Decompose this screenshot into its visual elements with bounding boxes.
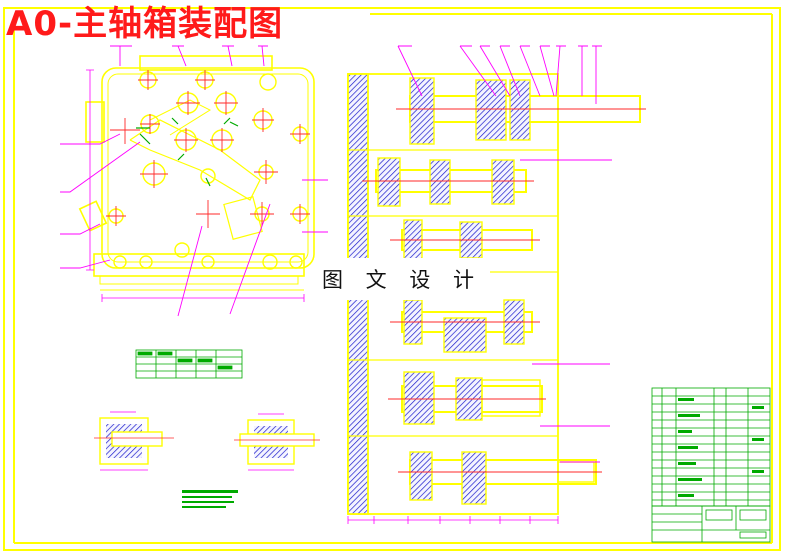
title-block [651, 505, 771, 543]
front-view-dimensions [86, 69, 305, 302]
technical-notes [182, 490, 238, 508]
parts-list-table [651, 387, 771, 507]
detail-view-left [94, 411, 174, 471]
section-center-lines [362, 108, 646, 473]
front-view-leaders [60, 45, 328, 317]
drawing-title: A0-主轴箱装配图 [6, 4, 284, 44]
parts-list-text [678, 398, 764, 497]
gear-circles [108, 71, 308, 270]
gear-parameter-table [135, 349, 243, 379]
center-marks [106, 70, 310, 228]
hatched-bearing-details [136, 117, 239, 187]
gearbox-front-view [78, 55, 315, 291]
watermark-label: 图 文 设 计 [314, 258, 490, 300]
detail-view-right [234, 413, 320, 471]
section-view-leaders [397, 45, 612, 463]
drawing-border [3, 7, 781, 551]
section-view-dimensions [347, 516, 559, 524]
